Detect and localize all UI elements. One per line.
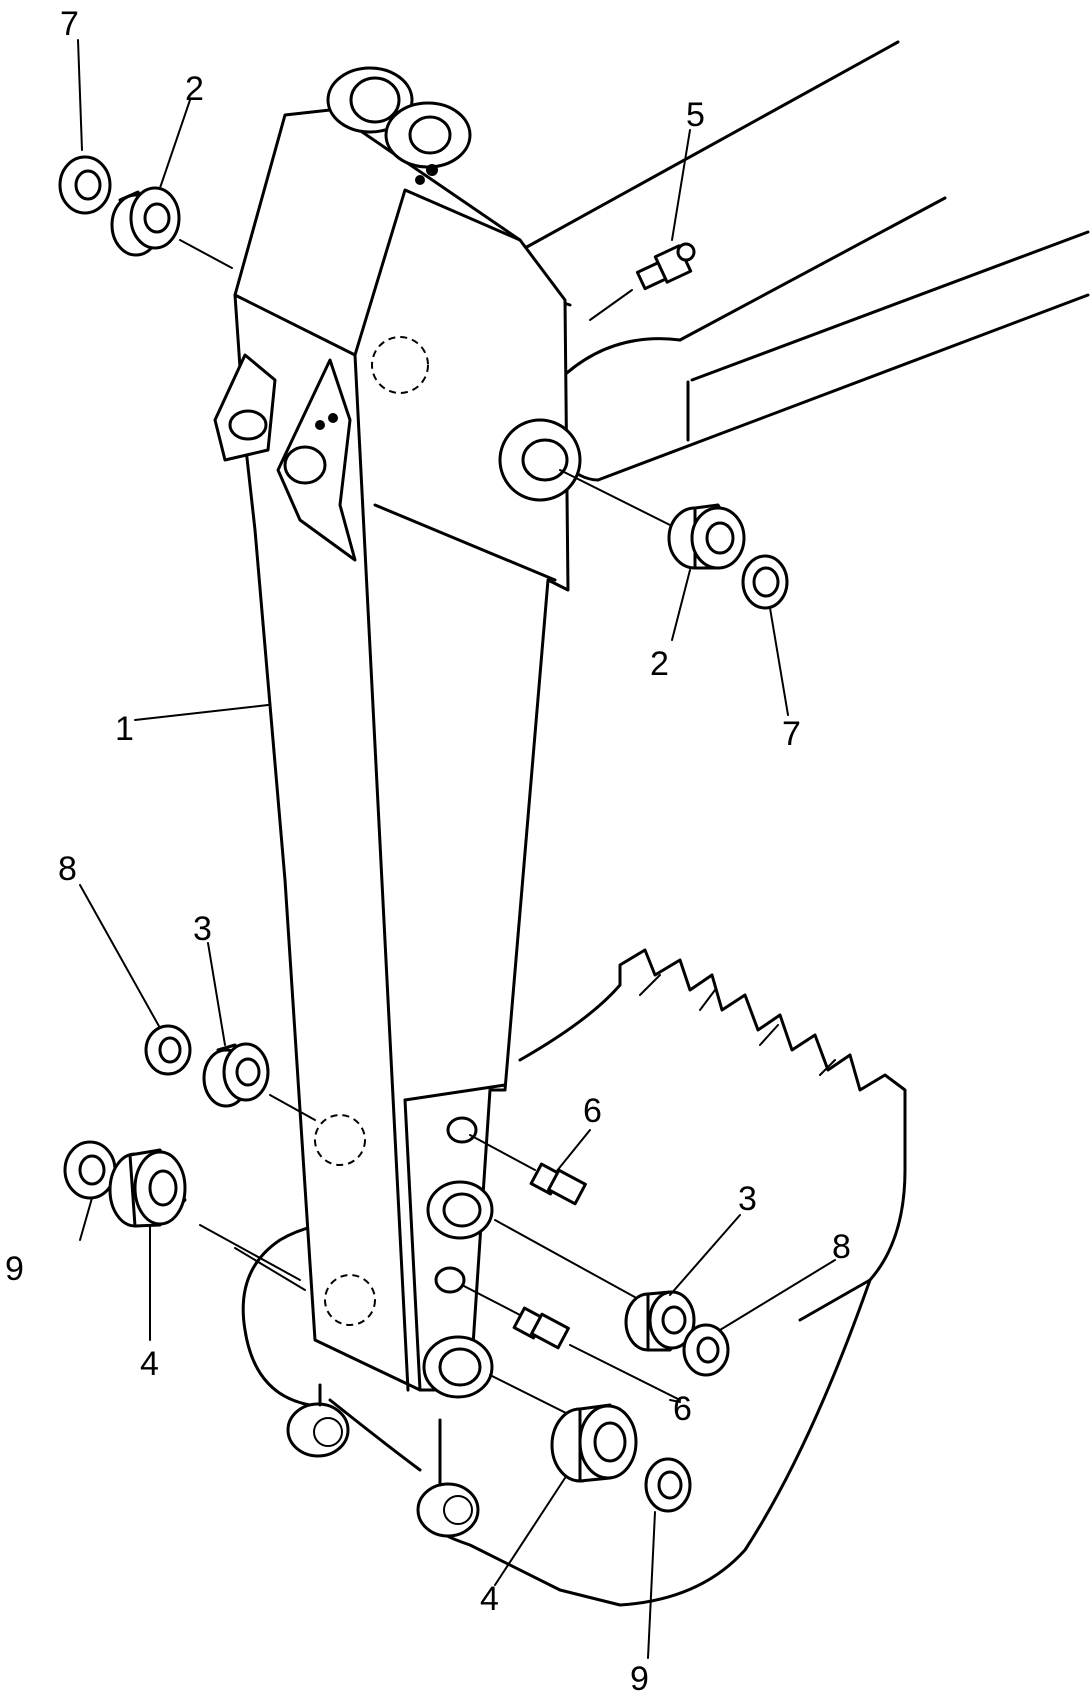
callout-2-top: 2 [185, 70, 204, 108]
callout-6-upper: 6 [583, 1092, 602, 1130]
callout-4-left: 4 [140, 1345, 159, 1383]
callout-8-left: 8 [58, 850, 77, 888]
seal-7-right [741, 554, 789, 610]
boom-outline [523, 40, 1090, 482]
callout-2-right: 2 [650, 645, 669, 683]
callout-9-right: 9 [630, 1660, 649, 1695]
bushing-3-left [202, 1042, 316, 1121]
seal-9-left [63, 1140, 117, 1200]
seal-8-left [144, 1024, 192, 1076]
bucket-link [286, 1383, 480, 1538]
bushing-2-right [559, 469, 746, 570]
seal-9-right [644, 1457, 692, 1513]
bushing-2-top [110, 186, 233, 269]
callout-6-lower: 6 [673, 1390, 692, 1428]
callout-7-right: 7 [782, 715, 801, 753]
grease-fitting-6-lower [461, 1284, 681, 1401]
bushing-4-right [489, 1374, 638, 1483]
callout-4-right: 4 [480, 1580, 499, 1618]
callout-8-right: 8 [832, 1228, 851, 1266]
callout-9-left: 9 [5, 1250, 24, 1288]
callout-7-top: 7 [60, 5, 79, 43]
arm [213, 66, 582, 1399]
callout-1: 1 [115, 710, 134, 748]
bushing-3-right [494, 1219, 696, 1352]
leader-lines [77, 39, 836, 1659]
seal-8-right [682, 1323, 730, 1377]
callout-5: 5 [686, 96, 705, 134]
bushing-4-left [108, 1148, 306, 1291]
callout-3-left: 3 [193, 910, 212, 948]
callout-3-right: 3 [738, 1180, 757, 1218]
grease-fitting-6-upper [469, 1134, 587, 1206]
seal-7-top [58, 155, 112, 215]
grease-fitting-5 [589, 242, 696, 321]
